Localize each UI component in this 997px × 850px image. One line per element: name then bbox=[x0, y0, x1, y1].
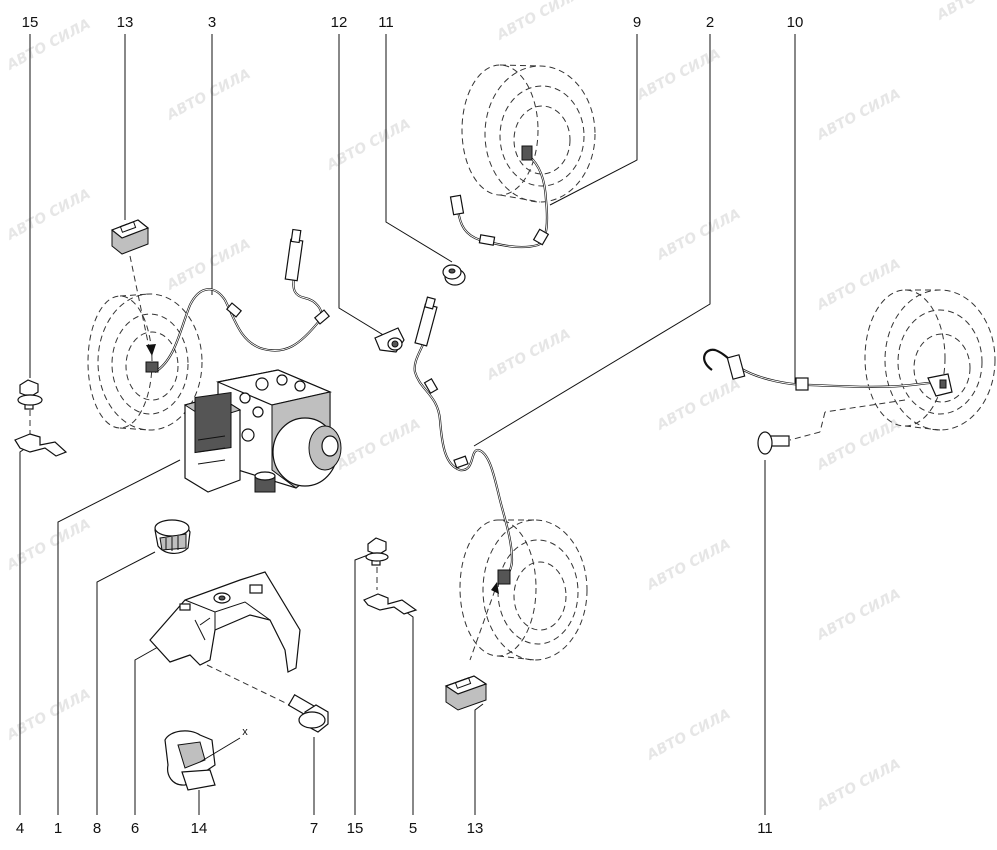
watermark: АВТО СИЛА bbox=[333, 416, 423, 474]
callout-1: 1 bbox=[54, 820, 62, 837]
callout-15-bottom: 15 bbox=[347, 820, 364, 837]
leader-2 bbox=[473, 34, 711, 447]
callout-10: 10 bbox=[787, 14, 804, 31]
watermark: АВТО СИЛА bbox=[643, 536, 733, 594]
wheel-rear-right bbox=[864, 289, 996, 431]
watermark: АВТО СИЛА bbox=[3, 186, 93, 244]
bolt-15-left bbox=[17, 379, 43, 410]
watermark: АВТО СИЛА bbox=[813, 86, 903, 144]
watermark: АВТО СИЛА bbox=[813, 586, 903, 644]
sensor-pad-13-top bbox=[110, 219, 156, 356]
watermark: АВТО СИЛА bbox=[3, 516, 93, 574]
wheel-speed-sensor-front-left bbox=[145, 228, 331, 373]
leader-1 bbox=[57, 459, 181, 815]
leader-15-bottom bbox=[354, 554, 369, 815]
callout-7: 7 bbox=[310, 820, 318, 837]
wheel-rear-left bbox=[461, 64, 596, 203]
bolt-7 bbox=[287, 693, 329, 733]
leader-11-top bbox=[385, 34, 453, 263]
callouts-top: 15 13 3 12 11 9 2 10 bbox=[22, 14, 804, 31]
arrow-head-icon bbox=[146, 344, 156, 356]
bolt-15-center bbox=[365, 537, 389, 566]
watermark: АВТО СИЛА bbox=[643, 706, 733, 764]
callout-13-top: 13 bbox=[117, 14, 134, 31]
watermark: АВТО СИЛА bbox=[3, 686, 93, 744]
watermark: АВТО СИЛА bbox=[813, 756, 903, 814]
watermark: АВТО СИЛА bbox=[493, 0, 583, 44]
bracket-5 bbox=[363, 593, 418, 615]
abs-hydraulic-unit bbox=[183, 369, 342, 493]
leader-13-bottom bbox=[474, 703, 484, 815]
callout-6: 6 bbox=[131, 820, 139, 837]
leader-5 bbox=[405, 611, 414, 815]
callout-3: 3 bbox=[208, 14, 216, 31]
bolt-11-bottom bbox=[757, 431, 790, 455]
sensor-pad-13-bottom bbox=[444, 675, 488, 711]
callouts-bottom: 4 1 8 6 14 7 15 5 13 11 bbox=[16, 820, 773, 837]
callout-14: 14 bbox=[191, 820, 208, 837]
leader-lines bbox=[19, 34, 800, 815]
clip-12 bbox=[374, 327, 405, 353]
wheel-speed-sensor-rear-left bbox=[449, 145, 550, 249]
bracket-4 bbox=[14, 433, 68, 457]
leader-12 bbox=[338, 34, 386, 337]
callout-9: 9 bbox=[633, 14, 641, 31]
leader-8 bbox=[96, 551, 156, 815]
callout-2: 2 bbox=[706, 14, 714, 31]
wheel-speed-sensor-rear-right bbox=[703, 348, 953, 441]
watermark: АВТО СИЛА bbox=[813, 416, 903, 474]
watermark: АВТО СИЛА bbox=[813, 256, 903, 314]
leader-10 bbox=[794, 34, 800, 384]
watermark: АВТО СИЛА bbox=[3, 16, 93, 74]
leader-9 bbox=[549, 34, 638, 206]
watermark: АВТО СИЛА bbox=[323, 116, 413, 174]
watermark: АВТО СИЛА bbox=[653, 206, 743, 264]
callout-11-bottom: 11 bbox=[757, 820, 773, 837]
callout-12: 12 bbox=[331, 14, 348, 31]
callout-13-bottom: 13 bbox=[467, 820, 484, 837]
callout-8: 8 bbox=[93, 820, 101, 837]
leader-4 bbox=[19, 444, 31, 815]
watermark: АВТО СИЛА bbox=[483, 326, 573, 384]
callout-5: 5 bbox=[409, 820, 417, 837]
watermark: АВТО СИЛА bbox=[163, 66, 253, 124]
bolt-11-top bbox=[442, 264, 466, 286]
callout-4: 4 bbox=[16, 820, 24, 837]
detail-marker-x: x bbox=[242, 726, 248, 738]
watermark: АВТО СИЛА bbox=[163, 236, 253, 294]
arrow-head-icon bbox=[491, 582, 499, 594]
leader-6 bbox=[134, 646, 159, 815]
rubber-mount-8 bbox=[154, 519, 191, 554]
callout-15-top: 15 bbox=[22, 14, 39, 31]
wheel-front-right bbox=[459, 519, 588, 661]
watermark-layer: АВТО СИЛА АВТО СИЛА АВТО СИЛА АВТО СИЛА … bbox=[3, 0, 997, 814]
mounting-bracket-6 bbox=[149, 571, 301, 711]
wheel-speed-sensor-front-right bbox=[413, 296, 514, 661]
clip-14: x bbox=[164, 726, 248, 791]
watermark: АВТО СИЛА bbox=[653, 376, 743, 434]
callout-11-top: 11 bbox=[378, 14, 394, 31]
watermark: АВТО СИЛА bbox=[933, 0, 997, 24]
